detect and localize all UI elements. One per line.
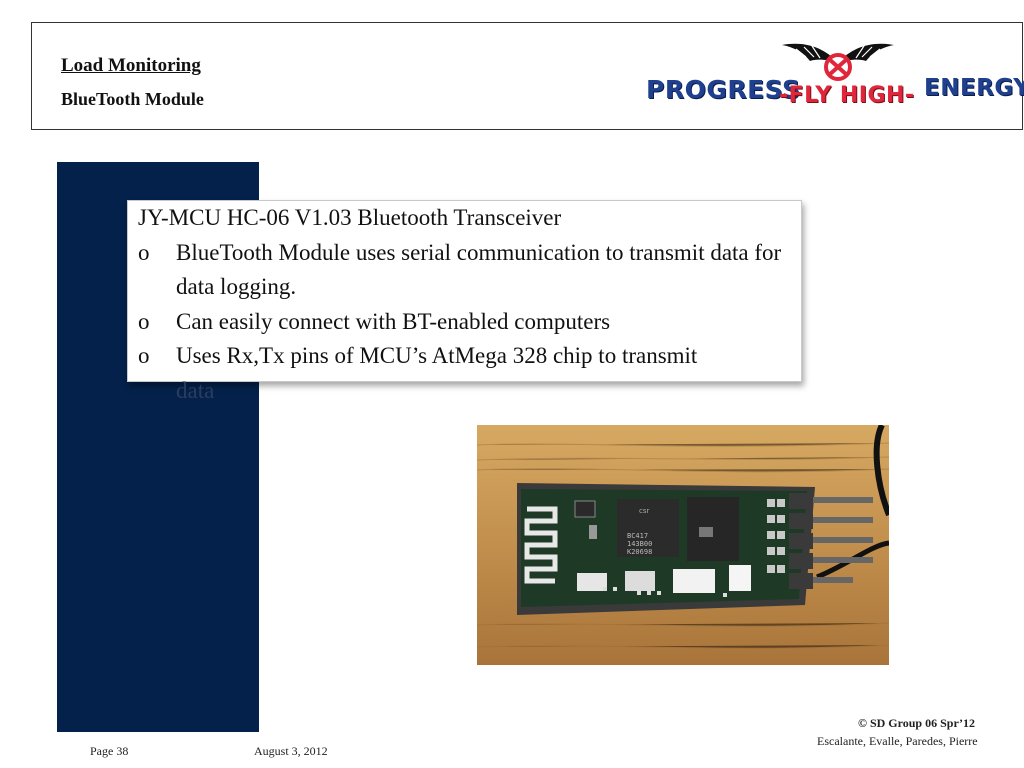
- content-heading: JY-MCU HC-06 V1.03 Bluetooth Transceiver: [138, 205, 562, 230]
- bluetooth-module-photo: csr BC417 143B00 K20698: [477, 425, 889, 665]
- logo-word-energy: ENERGY: [924, 75, 1024, 101]
- bullet-marker: o: [138, 240, 150, 265]
- bullet-item: o Uses Rx,Tx pins of MCU’s AtMega 328 ch…: [138, 339, 798, 373]
- overflow-text: data: [176, 378, 215, 403]
- logo-word-progress: PROGRESS: [646, 75, 801, 104]
- bullet-item: o BlueTooth Module uses serial communica…: [138, 236, 798, 304]
- chip-label: csr: [639, 507, 649, 515]
- bullet-text: Uses Rx,Tx pins of MCU’s AtMega 328 chip…: [176, 343, 698, 368]
- slide-subtitle: BlueTooth Module: [61, 89, 204, 109]
- bullet-item: o Can easily connect with BT-enabled com…: [138, 305, 798, 339]
- chip-code: 143B00: [627, 540, 652, 548]
- winged-emblem-icon: [782, 43, 894, 81]
- company-logo: PROGRESS -FLY HIGH- ENERGY: [642, 37, 1024, 121]
- bullet-marker: o: [138, 343, 150, 368]
- logo-word-fly-high: -FLY HIGH-: [779, 83, 915, 108]
- content-box: JY-MCU HC-06 V1.03 Bluetooth Transceiver…: [127, 200, 802, 382]
- slide-header: Load Monitoring BlueTooth Module PROGRES…: [31, 22, 1024, 130]
- bullet-text: Can easily connect with BT-enabled compu…: [176, 309, 611, 334]
- bullet-marker: o: [138, 309, 150, 334]
- bullet-text: BlueTooth Module uses serial communicati…: [176, 240, 782, 299]
- chip-code: K20698: [627, 548, 652, 556]
- page-number: Page 38: [90, 744, 129, 758]
- slide-date: August 3, 2012: [254, 744, 328, 758]
- copyright-text: © SD Group 06 Spr’12: [858, 716, 975, 730]
- chip-code: BC417: [627, 532, 648, 540]
- authors-text: Escalante, Evalle, Paredes, Pierre: [817, 734, 978, 748]
- slide-title: Load Monitoring: [61, 55, 201, 76]
